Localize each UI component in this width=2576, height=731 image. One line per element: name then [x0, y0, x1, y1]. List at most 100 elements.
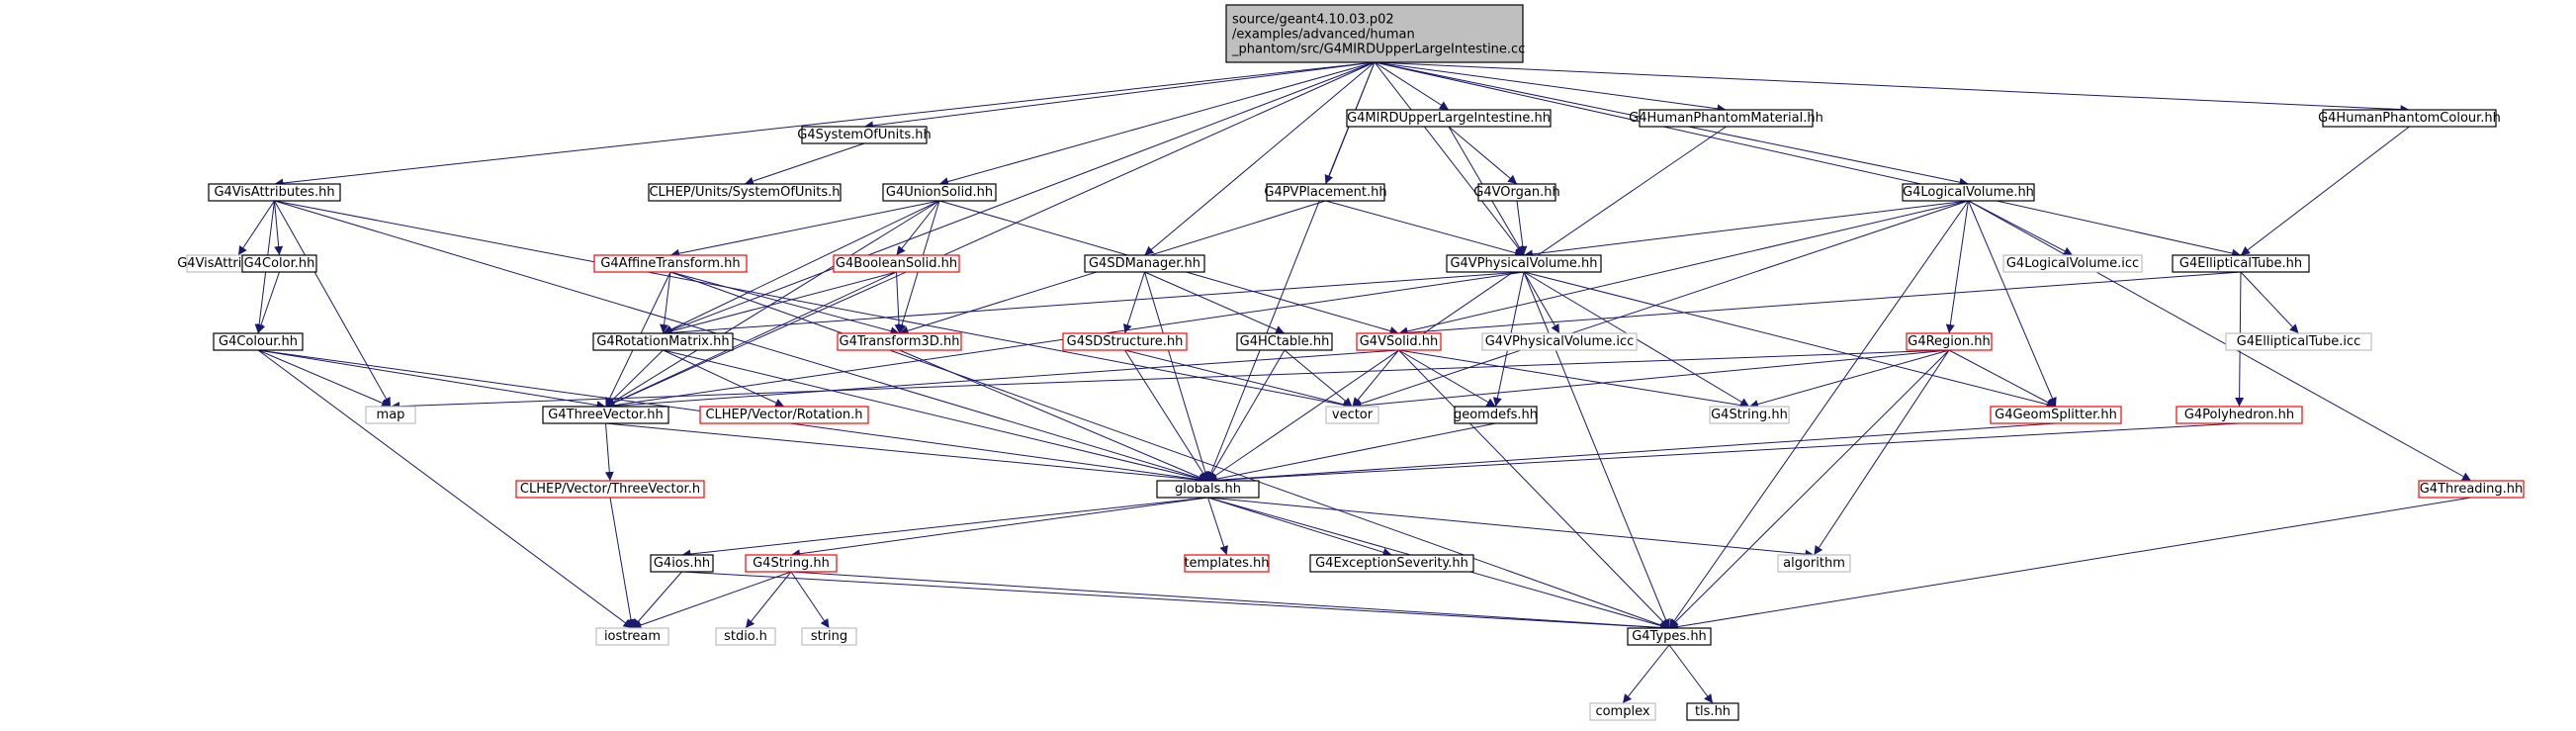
node-mird[interactable]: G4MIRDUpperLargeIntestine.hh	[1346, 109, 1552, 128]
node-templates[interactable]: templates.hh	[1184, 554, 1270, 573]
node-stdio[interactable]: stdio.h	[715, 627, 776, 646]
node-label-root: /examples/advanced/human	[1232, 28, 1415, 43]
edge-globals-to-algorithm	[1207, 497, 1815, 559]
node-box-root	[1225, 4, 1524, 63]
node-threading[interactable]: G4Threading.hh	[2418, 480, 2525, 499]
node-affine[interactable]: G4AffineTransform.hh	[593, 254, 748, 273]
node-tls[interactable]: tls.hh	[1686, 702, 1739, 721]
node-ios[interactable]: G4ios.hh	[650, 554, 714, 573]
node-exception[interactable]: G4ExceptionSeverity.hh	[1309, 554, 1474, 573]
node-clhep_tv[interactable]: CLHEP/Vector/ThreeVector.h	[515, 480, 705, 499]
edge-sd_structure-to-globals	[1124, 349, 1208, 482]
node-phys_vol[interactable]: G4VPhysicalVolume.hh	[1446, 254, 1602, 273]
node-geom_split[interactable]: G4GeomSplitter.hh	[1990, 406, 2122, 424]
node-label-rotation: G4RotationMatrix.hh	[596, 334, 729, 349]
node-sd_manager[interactable]: G4SDManager.hh	[1084, 254, 1205, 273]
node-sd_structure[interactable]: G4SDStructure.hh	[1062, 332, 1188, 351]
node-hc_table[interactable]: G4HCtable.hh	[1236, 332, 1333, 351]
node-phantom_mat[interactable]: G4HumanPhantomMaterial.hh	[1629, 109, 1823, 128]
node-logical_icc[interactable]: G4LogicalVolume.icc	[2002, 254, 2143, 273]
node-color_hh[interactable]: G4Color.hh	[241, 254, 317, 273]
edge-three_vector-to-globals	[605, 422, 1208, 485]
node-label-boolean: G4BooleanSolid.hh	[836, 256, 957, 271]
node-union_solid[interactable]: G4UnionSolid.hh	[882, 183, 997, 202]
edge-phantom_col-to-elliptical	[2240, 126, 2410, 256]
node-boolean[interactable]: G4BooleanSolid.hh	[833, 254, 960, 273]
edge-union_solid-to-affine	[669, 200, 940, 258]
node-label-geom_split: G4GeomSplitter.hh	[1995, 408, 2117, 422]
edge-logical_vol-to-logical_icc	[1968, 200, 2074, 256]
node-box-mird	[1346, 109, 1552, 128]
node-label-types: G4Types.hh	[1632, 629, 1707, 644]
node-label-algorithm: algorithm	[1783, 556, 1845, 571]
edge-colour-to-map	[257, 349, 392, 408]
edge-phantom_mat-to-globals	[1207, 126, 1727, 482]
node-clhep_units[interactable]: CLHEP/Units/SystemOfUnits.h	[648, 183, 842, 202]
edge-globals-to-exception	[1207, 497, 1392, 557]
node-box-colour	[213, 332, 304, 351]
edge-phys_vol-to-pv_icc	[1523, 271, 1560, 334]
node-label-sd_structure: G4SDStructure.hh	[1067, 334, 1184, 349]
node-types[interactable]: G4Types.hh	[1627, 627, 1712, 646]
node-colour[interactable]: G4Colour.hh	[213, 332, 304, 351]
node-sys_units[interactable]: G4SystemOfUnits.hh	[797, 126, 932, 144]
node-box-tls	[1686, 702, 1739, 721]
edge-organ-to-phys_vol	[1516, 200, 1528, 256]
edge-root-to-three_vector	[605, 61, 1376, 408]
edge-region-to-vector	[1352, 349, 1950, 411]
edge-transform3d-to-globals	[899, 349, 1208, 482]
node-label-tls: tls.hh	[1695, 704, 1731, 719]
node-label-elliptical: G4EllipticalTube.hh	[2179, 256, 2302, 271]
node-map[interactable]: map	[365, 406, 416, 424]
edge-vis_attr-to-map	[274, 200, 392, 408]
node-iostream[interactable]: iostream	[595, 627, 669, 646]
edge-polyhedron-to-globals	[1207, 422, 2240, 485]
node-box-iostream	[595, 627, 669, 646]
node-g4string[interactable]: G4String.hh	[745, 554, 838, 573]
node-ell_icc[interactable]: G4EllipticalTube.icc	[2225, 332, 2372, 351]
node-label-phys_vol: G4VPhysicalVolume.hh	[1450, 256, 1597, 271]
edge-rotation-to-globals	[663, 349, 1208, 484]
edge-colour-to-three_vector	[257, 349, 606, 411]
edge-vsolid-to-g4string_top	[1398, 349, 1750, 411]
node-g4string_top[interactable]: G4String.hh	[1709, 406, 1790, 424]
node-label-threading: G4Threading.hh	[2420, 482, 2524, 497]
node-algorithm[interactable]: algorithm	[1777, 554, 1851, 573]
node-clhep_rot[interactable]: CLHEP/Vector/Rotation.h	[699, 406, 869, 424]
node-vector[interactable]: vector	[1325, 406, 1379, 424]
edge-affine-to-transform3d	[669, 271, 900, 336]
node-geomdefs[interactable]: geomdefs.hh	[1454, 406, 1538, 424]
node-polyhedron[interactable]: G4Polyhedron.hh	[2176, 406, 2303, 424]
node-region[interactable]: G4Region.hh	[1906, 332, 1993, 351]
node-pv_icc[interactable]: G4VPhysicalVolume.icc	[1481, 332, 1638, 351]
node-globals[interactable]: globals.hh	[1156, 480, 1260, 499]
edge-logical_vol-to-types	[1668, 200, 1969, 629]
edge-logical_vol-to-vsolid	[1398, 200, 1969, 336]
edge-sd_manager-to-hc_table	[1144, 271, 1286, 334]
node-vsolid[interactable]: G4VSolid.hh	[1356, 332, 1442, 351]
edge-sd_manager-to-sd_structure	[1122, 271, 1145, 334]
node-transform3d[interactable]: G4Transform3D.hh	[837, 332, 962, 351]
node-complex[interactable]: complex	[1589, 702, 1656, 721]
node-elliptical[interactable]: G4EllipticalTube.hh	[2172, 254, 2310, 273]
edge-mird-to-organ	[1448, 126, 1518, 185]
nodes-layer: source/geant4.10.03.p02/examples/advance…	[177, 4, 2525, 721]
node-vis_attr[interactable]: G4VisAttributes.hh	[208, 183, 341, 202]
node-phantom_col[interactable]: G4HumanPhantomColour.hh	[2318, 109, 2501, 128]
node-box-boolean	[833, 254, 960, 273]
node-label-region: G4Region.hh	[1908, 334, 1990, 349]
edge-globals-to-templates	[1207, 497, 1228, 556]
node-string[interactable]: string	[801, 627, 857, 646]
edge-logical_vol-to-region	[1945, 200, 1969, 334]
edge-sd_structure-to-vector	[1124, 349, 1353, 410]
edge-phys_vol-to-rotation	[663, 271, 1525, 337]
node-three_vector[interactable]: G4ThreeVector.hh	[542, 406, 669, 424]
node-organ[interactable]: G4VOrgan.hh	[1473, 183, 1560, 202]
edge-region-to-algorithm	[1814, 349, 1950, 556]
node-rotation[interactable]: G4RotationMatrix.hh	[592, 332, 734, 351]
node-box-logical_vol	[1902, 183, 2035, 202]
node-logical_vol[interactable]: G4LogicalVolume.hh	[1902, 183, 2035, 202]
node-pv_placement[interactable]: G4PVPlacement.hh	[1264, 183, 1387, 202]
node-box-pv_icc	[1481, 332, 1638, 351]
node-label-iostream: iostream	[604, 629, 661, 644]
